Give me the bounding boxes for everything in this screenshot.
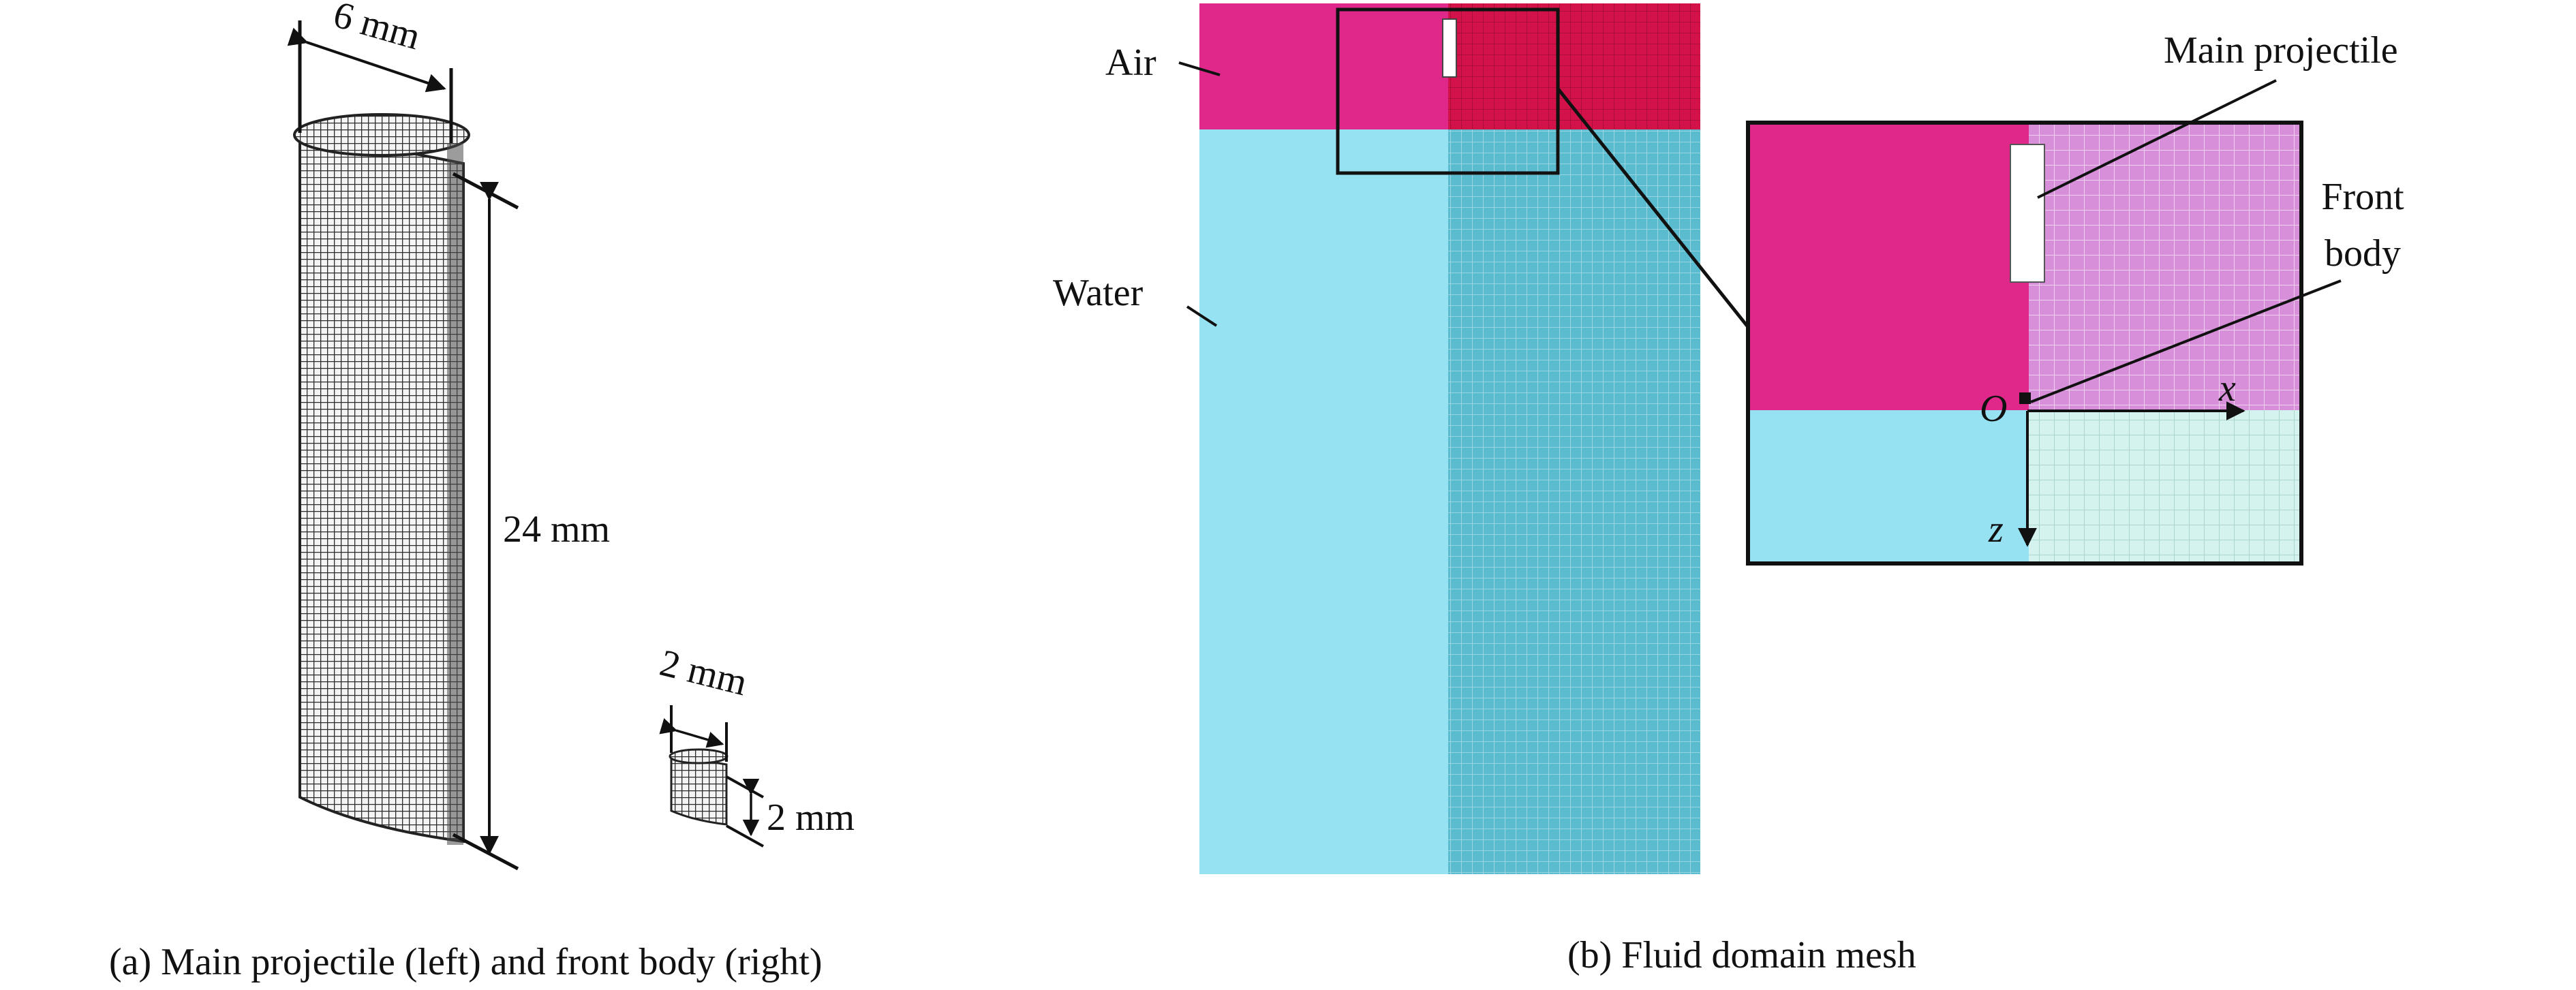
air-region xyxy=(1199,3,1448,129)
main-projectile-body xyxy=(298,133,465,844)
water-dense-mesh-region xyxy=(1448,129,1700,874)
front-body-label-line1: Front xyxy=(2321,176,2404,218)
front-body-length-label: 2 mm xyxy=(767,796,855,839)
inset-front-body xyxy=(2019,392,2031,404)
main-projectile-cut-face xyxy=(447,143,463,845)
inset-air-region xyxy=(1748,123,2029,410)
inset-water-region xyxy=(1748,410,2029,563)
main-projectile-length-dimension: 24 mm xyxy=(452,172,610,871)
water-label-group: Water xyxy=(1053,272,1218,327)
zoom-inset: x z O xyxy=(1746,121,2303,566)
air-label-group: Air xyxy=(1105,42,1221,84)
fluid-domain xyxy=(1199,3,1700,874)
origin-label: O xyxy=(1980,388,2007,430)
panel-b: Air Water x z O Main projectile xyxy=(1053,3,2404,976)
water-label: Water xyxy=(1053,272,1144,314)
front-body-length-dimension: 2 mm xyxy=(726,775,855,848)
front-body-diameter-dimension: 2 mm xyxy=(656,642,751,762)
water-region xyxy=(1199,129,1448,874)
front-body-body xyxy=(670,755,728,826)
front-body-callout: Front body xyxy=(2030,176,2404,403)
front-body-top-face xyxy=(669,748,729,764)
front-body-diameter-label: 2 mm xyxy=(656,642,751,704)
main-projectile-mesh xyxy=(293,113,470,845)
main-projectile-top-face xyxy=(293,113,470,157)
inset-frame xyxy=(1746,121,2303,566)
main-projectile-diameter-label: 6 mm xyxy=(328,0,425,58)
main-projectile-length-label: 24 mm xyxy=(503,508,610,551)
front-body-mesh xyxy=(669,748,729,826)
inset-water-mesh-region xyxy=(2029,410,2301,563)
main-projectile-label: Main projectile xyxy=(2164,29,2398,72)
main-projectile-callout: Main projectile xyxy=(2037,29,2398,199)
zoom-connector-line xyxy=(1557,87,1749,328)
z-axis-label: z xyxy=(1988,508,2004,551)
panel-a: 6 mm 24 mm 2 mm 2 mm (a) Main projectile xyxy=(109,0,855,983)
projectile-slot-in-domain xyxy=(1442,18,1457,78)
panel-b-caption: (b) Fluid domain mesh xyxy=(1567,934,1916,976)
x-axis-label: x xyxy=(2218,367,2236,409)
inset-main-projectile xyxy=(2010,144,2045,283)
inset-air-mesh-region xyxy=(2029,123,2301,410)
air-label: Air xyxy=(1105,42,1156,84)
panel-a-caption: (a) Main projectile (left) and front bod… xyxy=(109,941,823,983)
front-body-label-line2: body xyxy=(2325,232,2401,275)
